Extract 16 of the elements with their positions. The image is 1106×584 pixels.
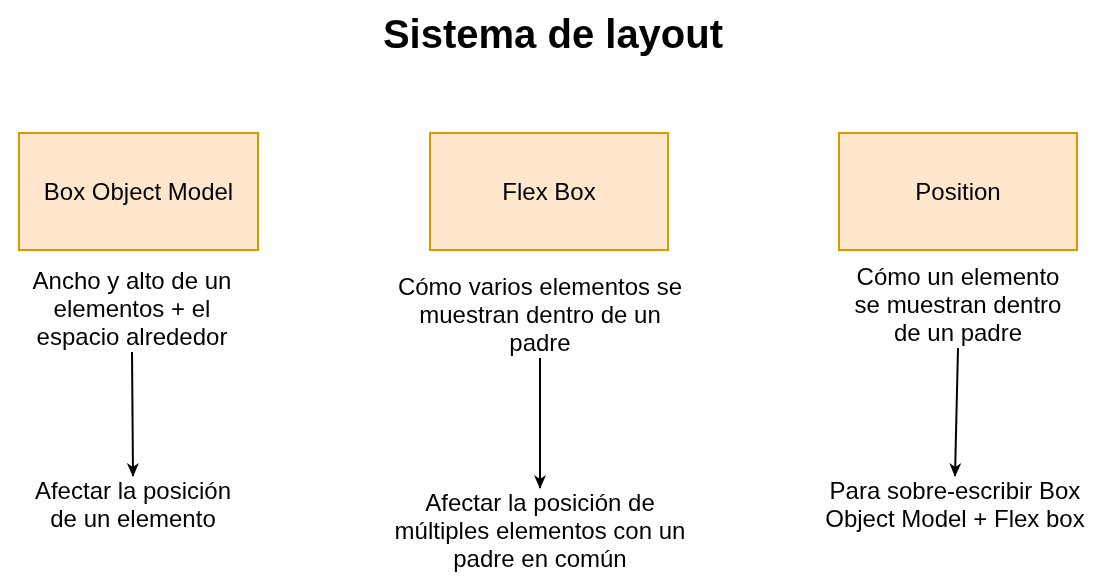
description-text: Cómo un elemento se muestran dentro de un padre [850, 263, 1066, 347]
arrow [949, 347, 962, 477]
arrow [126, 351, 139, 477]
process-box [18, 132, 259, 251]
box-label: Box Object Model [43, 177, 234, 206]
diagram-title: Sistema de layout [382, 11, 724, 58]
description-text: Cómo varios elementos se muestran dentro de un padre [393, 273, 687, 357]
process-box [429, 132, 669, 251]
description-text: Afectar la posición de múltiples elementos con un padre en común [389, 489, 691, 573]
arrow [534, 357, 546, 489]
box-label: Position [915, 177, 1001, 206]
description-text: Afectar la posición de un elemento [28, 477, 238, 533]
process-box [838, 132, 1078, 251]
description-text: Para sobre-escribir Box Object Model + Flex box [820, 477, 1090, 533]
description-text: Ancho y alto de un elementos + el espacio alrededor [24, 267, 240, 351]
box-label: Flex Box [502, 177, 596, 206]
